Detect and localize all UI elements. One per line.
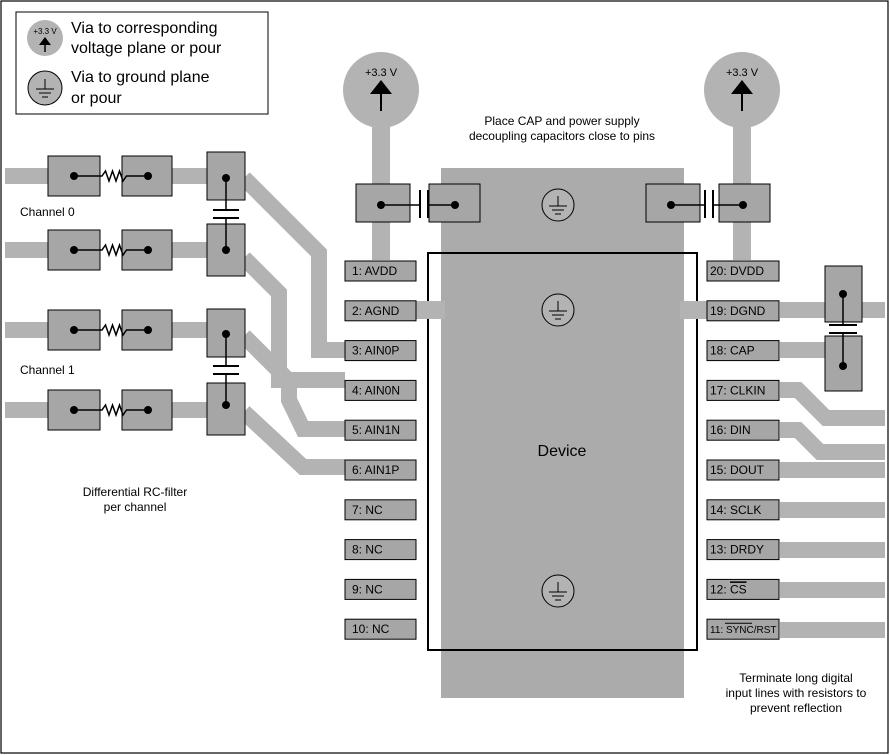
cap-note-line1: Place CAP and power supply — [484, 114, 639, 128]
device-label: Device — [538, 443, 587, 460]
right-pin-label: 11: SYNC/RST — [710, 625, 777, 636]
cap-note-line2: decoupling capacitors close to pins — [469, 129, 655, 143]
left-pin-label: 2: AGND — [352, 304, 400, 318]
right-pin-label: 17: CLKIN — [710, 383, 765, 397]
channel-1-label: Channel 1 — [20, 363, 75, 377]
left-pin-label: 5: AIN1N — [352, 423, 400, 437]
left-pin-label: 3: AIN0P — [352, 344, 399, 358]
legend-power-line1: Via to corresponding — [71, 20, 217, 37]
power-via-left-symbol: +3.3 V — [365, 67, 398, 111]
ground-via-middle — [541, 293, 575, 327]
power-via-right-symbol: +3.3 V — [726, 67, 759, 111]
left-pin-1: 1: AVDD — [344, 260, 417, 282]
device-body — [441, 168, 684, 698]
right-pin-label: 18: CAP — [710, 344, 755, 358]
ground-via-top — [541, 188, 575, 222]
right-traces — [680, 301, 885, 638]
decoupling-cap-left — [355, 183, 481, 223]
right-pin-label: 19: DGND — [710, 304, 766, 318]
left-pin-2: 2: AGND — [344, 300, 417, 322]
left-pin-9: 9: NC — [344, 578, 417, 600]
left-pin-7: 7: NC — [344, 499, 417, 521]
right-pin-20: 20: DVDD — [706, 260, 780, 282]
legend-ground-line1: Via to ground plane — [71, 69, 210, 86]
power-via-right-label: +3.3 V — [726, 67, 759, 79]
pin11-overbar-text: SYNC — [726, 625, 754, 636]
left-pin-10: 10: NC — [344, 618, 417, 640]
left-pin-label: 1: AVDD — [352, 264, 397, 278]
legend-ground-line2: or pour — [71, 90, 122, 107]
rc-resistor-2 — [47, 309, 173, 351]
right-pin-label: 20: DVDD — [710, 264, 764, 278]
left-pin-label: 7: NC — [352, 503, 383, 517]
right-pin-column: 20: DVDD 19: DGND 18: CAP 17: CLKIN 16: DIN 1… — [706, 260, 780, 640]
decoupling-cap-right — [645, 183, 771, 223]
left-pin-8: 8: NC — [344, 539, 417, 561]
ground-via-bottom — [541, 574, 575, 608]
pin11-suffix-text: /RST — [754, 625, 777, 636]
term-note-line1: Terminate long digital — [739, 671, 852, 685]
rc-filter-resistors — [47, 155, 173, 431]
right-digital-routing — [780, 382, 885, 460]
legend: +3.3 V Via to corresponding voltage plan… — [15, 11, 269, 115]
left-pin-label: 8: NC — [352, 543, 383, 557]
right-pin-13: 13: DRDY — [706, 539, 780, 561]
right-pin-17: 17: CLKIN — [706, 379, 780, 401]
right-pin-12: 12: CS — [706, 578, 780, 600]
legend-power-line2: voltage plane or pour — [71, 40, 222, 57]
rc-resistor-1 — [47, 229, 173, 271]
rc-resistor-3 — [47, 389, 173, 431]
right-pin-label: 14: SCLK — [710, 503, 761, 517]
right-pin-11: 11: SYNC/RST — [706, 618, 780, 640]
right-pin-18: 18: CAP — [706, 340, 780, 362]
device-outline — [427, 252, 698, 651]
left-pin-4: 4: AIN0N — [344, 379, 417, 401]
right-pin-label: 16: DIN — [710, 423, 751, 437]
left-pin-column: 1: AVDD 2: AGND 3: AIN0P 4: AIN0N 5: AIN1N 6:… — [344, 260, 417, 640]
right-pin-14: 14: SCLK — [706, 499, 780, 521]
legend-power-symbol: +3.3 V — [33, 27, 57, 36]
term-note-line3: prevent reflection — [750, 701, 842, 715]
left-pin-label: 10: NC — [352, 622, 390, 636]
rc-filter-caps — [206, 151, 246, 436]
left-pin-label: 9: NC — [352, 582, 383, 596]
left-pin-6: 6: AIN1P — [344, 459, 417, 481]
right-pin-label: 13: DRDY — [710, 543, 764, 557]
filter-note-line1: Differential RC-filter — [83, 485, 187, 499]
right-pin-19: 19: DGND — [706, 300, 780, 322]
cap-pin-capacitor — [824, 265, 863, 392]
left-pin-5: 5: AIN1N — [344, 419, 417, 441]
rc-resistor-0 — [47, 155, 173, 197]
channel-0-label: Channel 0 — [20, 205, 75, 219]
left-pin-3: 3: AIN0P — [344, 340, 417, 362]
left-pin-label: 4: AIN0N — [352, 383, 400, 397]
left-analog-routing — [238, 172, 345, 475]
power-via-left-label: +3.3 V — [365, 67, 398, 79]
pin12-overbar-text: CS — [730, 582, 747, 596]
left-pin-label: 6: AIN1P — [352, 463, 399, 477]
term-note-line2: input lines with resistors to — [726, 686, 867, 700]
right-pin-15: 15: DOUT — [706, 459, 780, 481]
right-pin-label: 12: CS — [710, 582, 747, 596]
right-pin-16: 16: DIN — [706, 419, 780, 441]
right-pin-label: 15: DOUT — [710, 463, 765, 477]
filter-note-line2: per channel — [104, 500, 167, 514]
